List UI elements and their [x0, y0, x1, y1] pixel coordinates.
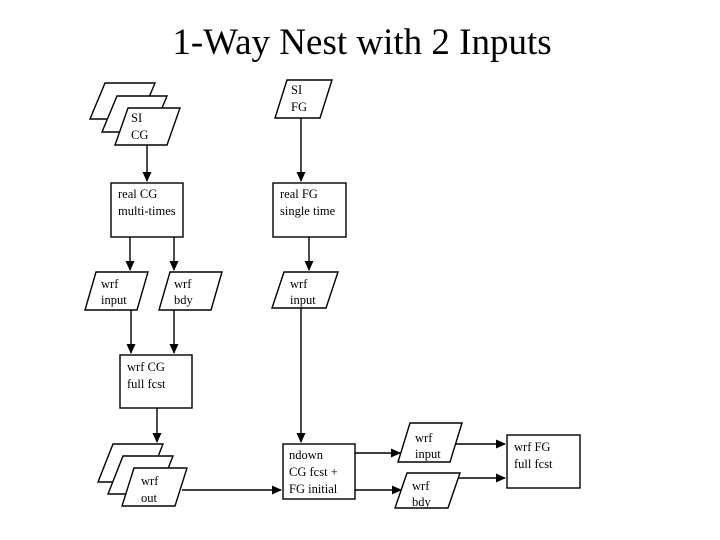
wrf-input-fg-label-line1: wrf: [290, 277, 308, 291]
node-wrf-input-ndown: wrf input: [397, 422, 463, 463]
wrf-input-ndown-label-line2: input: [415, 447, 441, 461]
real-fg-label-line1: real FG: [280, 187, 318, 201]
wrf-fg-fcst-shape: [506, 434, 581, 489]
wrf-input-cg-label-line2: input: [101, 293, 127, 307]
slide-title: 1-Way Nest with 2 Inputs: [172, 22, 551, 63]
wrf-cg-fcst-label-line2: full fcst: [127, 377, 166, 391]
wrf-input-ndown-label-line1: wrf: [415, 431, 433, 445]
node-real-cg: real CG multi-times: [110, 182, 184, 238]
real-cg-shape: [110, 182, 184, 238]
si-fg-shape: [274, 79, 333, 119]
node-wrf-fg-fcst: wrf FG full fcst: [506, 434, 581, 489]
wrf-fg-fcst-label-line2: full fcst: [514, 457, 553, 471]
wrf-input-ndown-shape: [397, 422, 463, 463]
node-wrf-cg-fcst: wrf CG full fcst: [119, 354, 193, 409]
si-cg-label-line2: CG: [131, 128, 148, 142]
node-wrf-bdy-cg: wrf bdy: [158, 271, 223, 311]
node-wrf-out: wrf out: [96, 443, 188, 507]
si-cg-stack-front-shape: [114, 107, 181, 146]
node-ndown: ndown CG fcst + FG initial: [282, 443, 356, 500]
wrf-bdy-cg-shape: [158, 271, 223, 311]
si-cg-label-line1: SI: [131, 111, 142, 125]
wrf-out-stack-front-shape: [121, 467, 188, 507]
si-fg-label-line2: FG: [291, 100, 307, 114]
wrf-out-label-line1: wrf: [141, 474, 159, 488]
node-wrf-input-cg: wrf input: [84, 271, 149, 311]
real-fg-shape: [272, 182, 347, 238]
node-wrf-bdy-ndown: wrf bdy: [394, 472, 461, 509]
si-fg-label-line1: SI: [291, 83, 302, 97]
ndown-label-line3: FG initial: [289, 482, 338, 496]
real-cg-label-line1: real CG: [118, 187, 157, 201]
ndown-shape: [282, 443, 356, 500]
wrf-bdy-ndown-label-line1: wrf: [412, 479, 430, 493]
node-si-fg: SI FG: [274, 79, 333, 119]
real-cg-label-line2: multi-times: [118, 204, 176, 218]
ndown-label-line2: CG fcst +: [289, 465, 338, 479]
wrf-out-label-line2: out: [141, 491, 158, 505]
wrf-bdy-ndown-shape: [394, 472, 461, 509]
wrf-bdy-cg-label-line1: wrf: [174, 277, 192, 291]
wrf-input-cg-shape: [84, 271, 149, 311]
wrf-cg-fcst-label-line1: wrf CG: [127, 360, 165, 374]
real-fg-label-line2: single time: [280, 204, 336, 218]
node-si-cg: SI CG: [88, 82, 181, 146]
wrf-cg-fcst-shape: [119, 354, 193, 409]
wrf-fg-fcst-label-line1: wrf FG: [514, 440, 550, 454]
wrf-bdy-ndown-label-line2: bdy: [412, 495, 432, 509]
wrf-input-fg-shape: [271, 271, 339, 309]
wrf-input-cg-label-line1: wrf: [101, 277, 119, 291]
wrf-bdy-cg-label-line2: bdy: [174, 293, 194, 307]
ndown-label-line1: ndown: [289, 448, 324, 462]
node-real-fg: real FG single time: [272, 182, 347, 238]
node-wrf-input-fg: wrf input: [271, 271, 339, 309]
wrf-input-fg-label-line2: input: [290, 293, 316, 307]
